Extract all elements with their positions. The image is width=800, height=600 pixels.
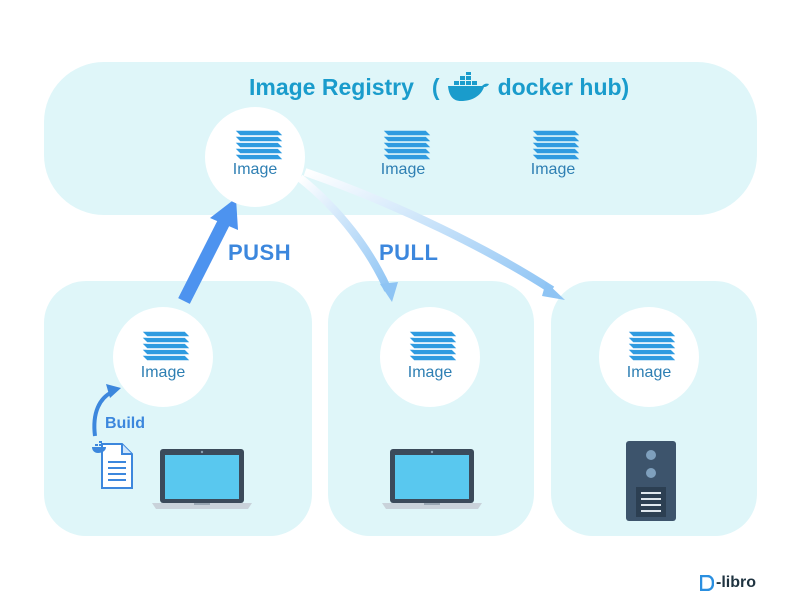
dockerfile-icon <box>92 441 133 489</box>
logo-text: -libro <box>716 574 756 591</box>
push-label: PUSH <box>228 240 292 265</box>
registry-title: Image Registry ( docker hub) <box>249 70 629 104</box>
image-layers-icon <box>529 130 581 161</box>
server-host-image-label: Image <box>626 364 672 381</box>
registry-image-label-2: Image <box>380 161 426 178</box>
registry-image-label-3: Image <box>530 161 576 178</box>
server-icon <box>626 441 676 521</box>
image-layers-icon <box>232 130 284 161</box>
dev-image-label: Image <box>140 364 186 381</box>
pull-label: PULL <box>379 240 439 265</box>
registry-title-text: Image Registry <box>249 73 414 100</box>
docker-whale-icon <box>447 72 489 101</box>
image-layers-icon <box>139 331 191 362</box>
build-label: Build <box>105 415 145 432</box>
d-logo-mark-icon <box>700 575 714 591</box>
laptop-icon <box>382 449 482 509</box>
pull-host-image-label: Image <box>407 364 453 381</box>
push-arrow <box>178 198 238 304</box>
build-arrow <box>92 384 121 437</box>
registry-image-label-1: Image <box>232 161 278 178</box>
d-libro-logo: -libro <box>700 573 756 593</box>
pull-arrow-to-server-host <box>303 168 565 300</box>
pull-arrow-to-pull-host <box>297 174 398 302</box>
docker-hub-label: docker hub) <box>497 73 630 100</box>
laptop-icon <box>152 449 252 509</box>
image-layers-icon <box>625 331 677 362</box>
image-layers-icon <box>406 331 458 362</box>
registry-open-paren: ( <box>431 73 440 100</box>
image-layers-icon <box>380 130 432 161</box>
